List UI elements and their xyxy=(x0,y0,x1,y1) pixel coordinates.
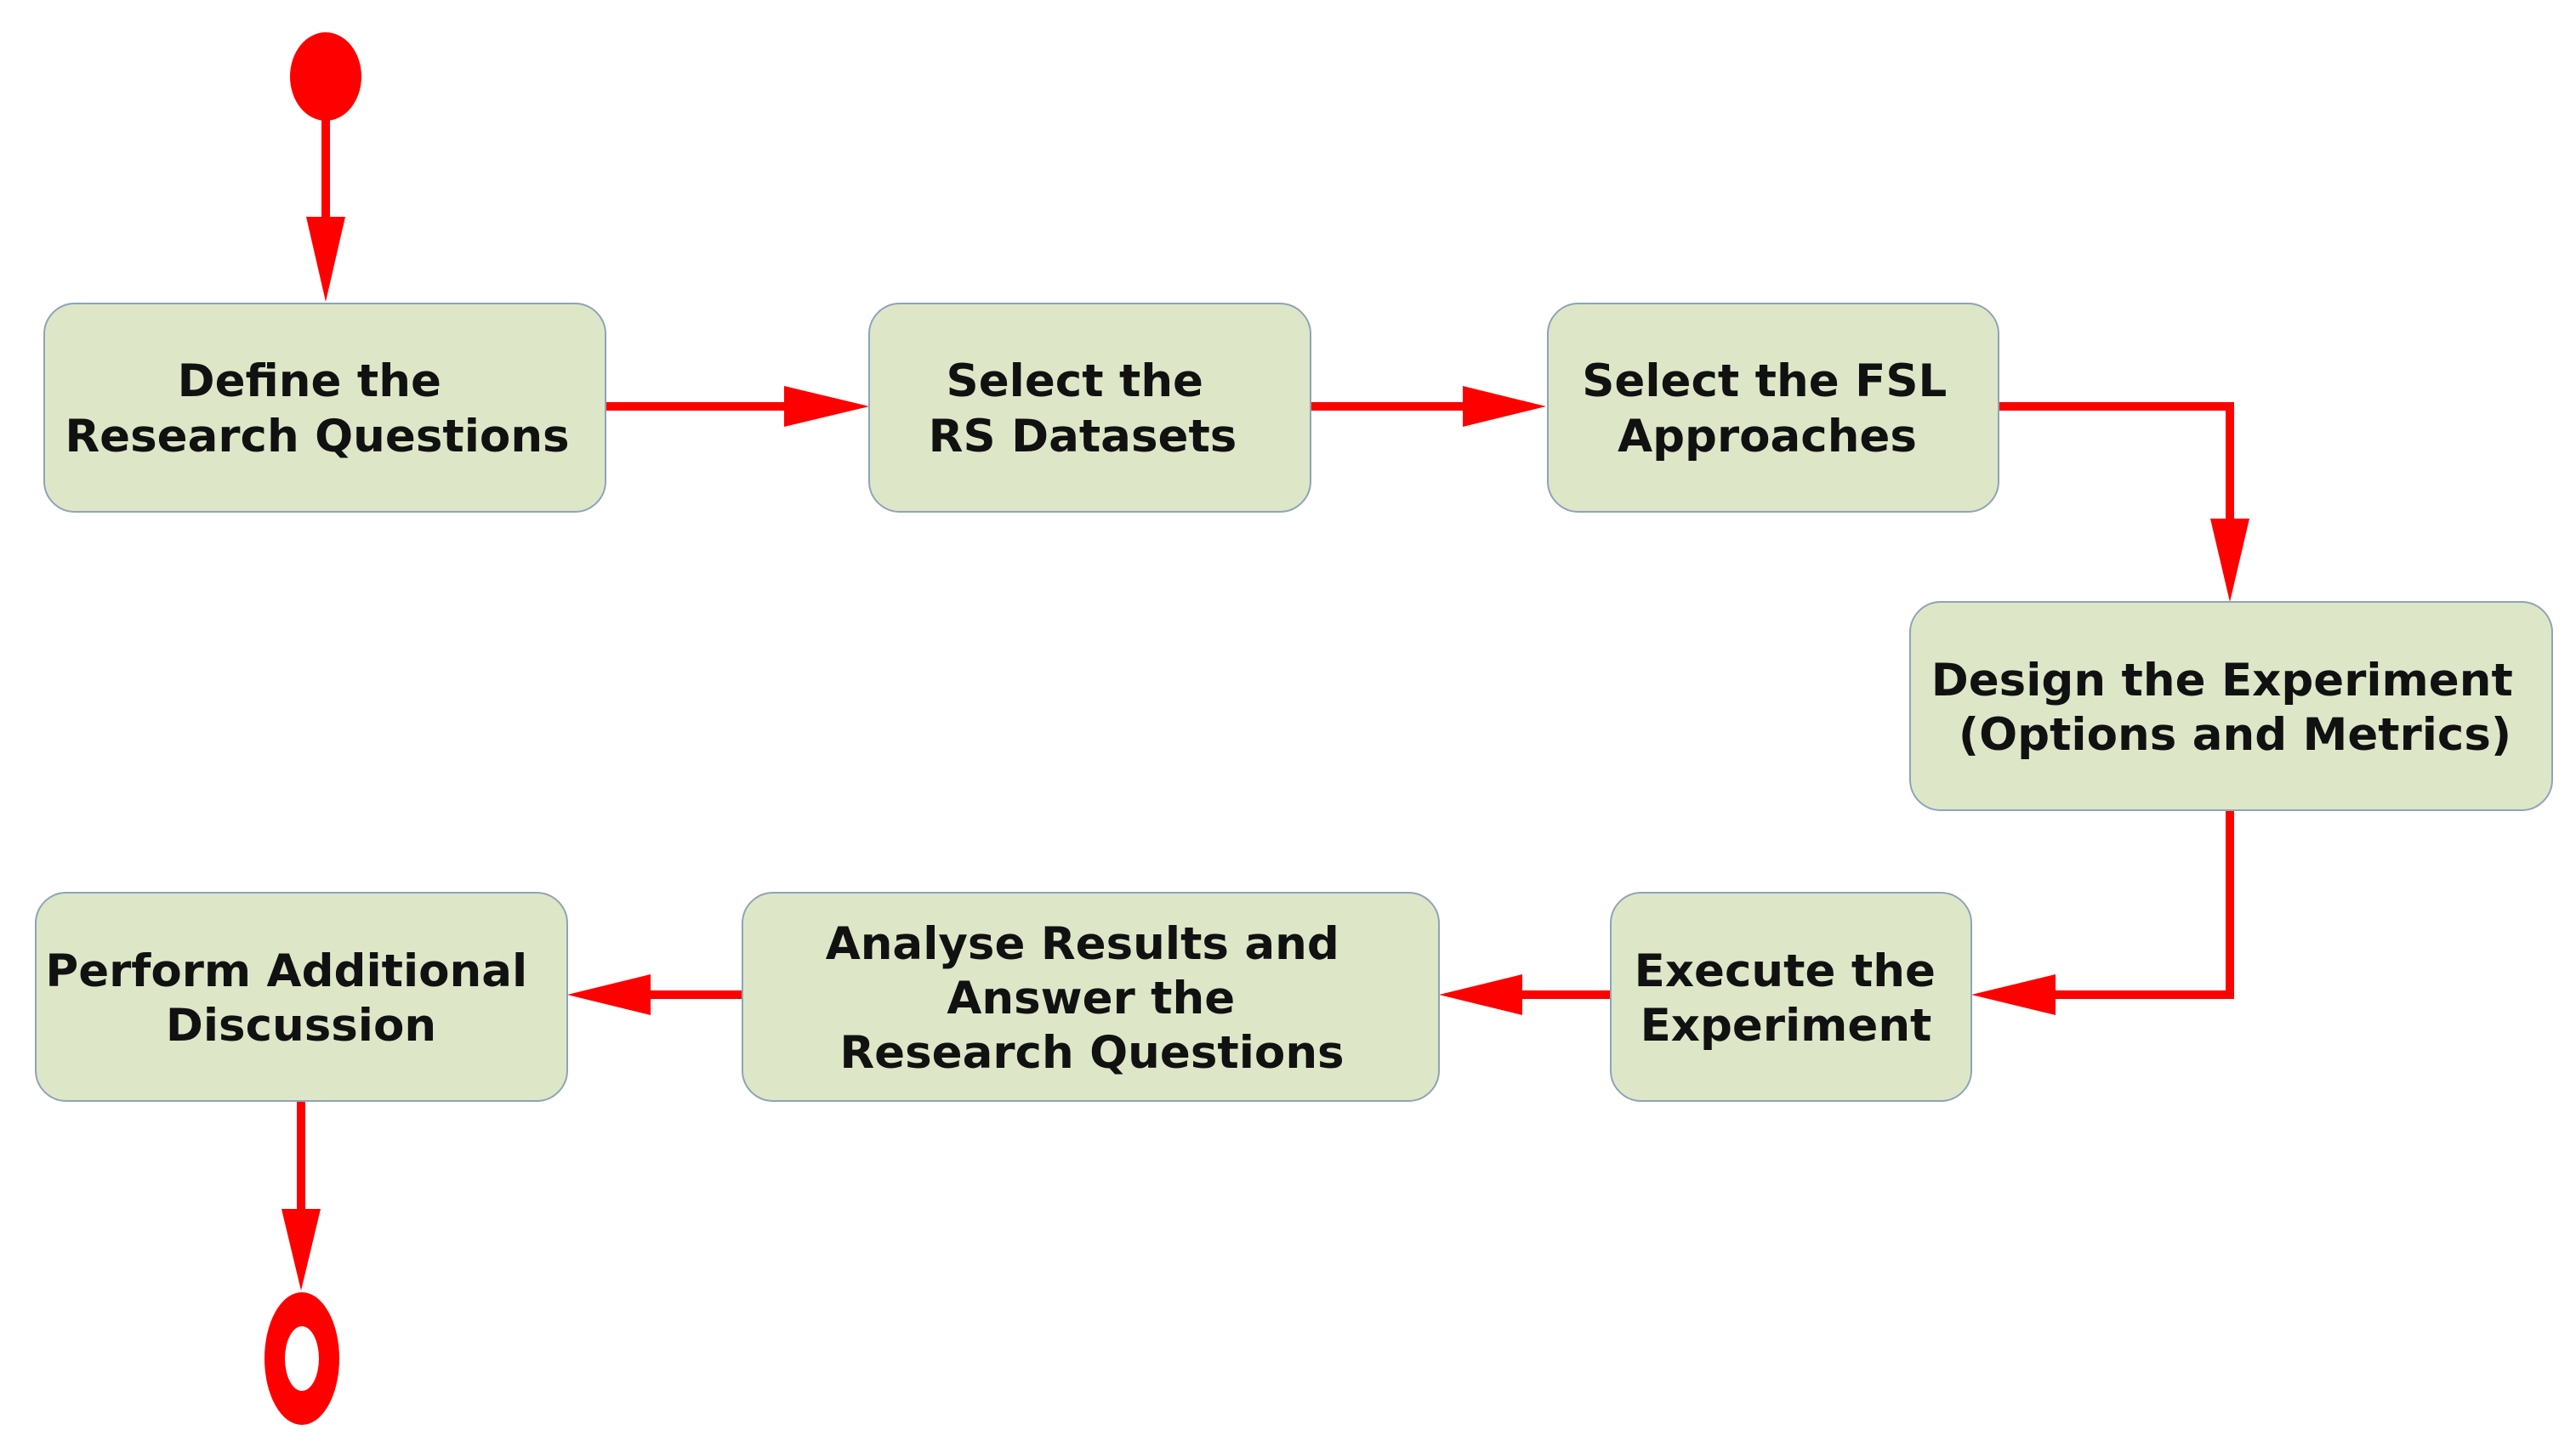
node-label-line: Define the xyxy=(178,355,441,407)
node-select-rs-datasets: Select the RS Datasets xyxy=(868,303,1311,513)
node-label-line: Discussion xyxy=(166,1000,436,1052)
arrowhead-execute-experiment xyxy=(1971,974,2056,1015)
node-box xyxy=(1547,303,1999,513)
node-label-line: Select the xyxy=(947,355,1203,407)
node-label: Perform Additional Discussion xyxy=(45,945,543,1052)
node-box xyxy=(742,892,1440,1102)
node-label-line: Perform Additional xyxy=(45,945,527,997)
edges xyxy=(281,119,2249,1291)
edge-select-fsl-to-design-experiment xyxy=(1999,402,2234,523)
node-label-line: Approaches xyxy=(1618,411,1917,462)
arrowhead-define-research-questions xyxy=(306,217,345,302)
node-label: Execute the Experiment xyxy=(1635,945,1952,1052)
end-node xyxy=(264,1292,339,1425)
node-select-fsl-approaches: Select the FSL Approaches xyxy=(1547,303,1999,513)
node-label: Define the Research Questions xyxy=(65,355,569,462)
node-label: Select the RS Datasets xyxy=(929,355,1237,462)
node-label-line: Execute the xyxy=(1635,945,1936,997)
node-execute-experiment: Execute the Experiment xyxy=(1610,892,1972,1102)
node-label: Design the Experiment (Options and Metri… xyxy=(1931,655,2529,761)
node-design-experiment: Design the Experiment (Options and Metri… xyxy=(1909,601,2553,811)
node-label-line: Analyse Results and xyxy=(826,918,1339,970)
arrowhead-design-experiment xyxy=(2210,519,2249,602)
node-label-line: Design the Experiment xyxy=(1931,655,2513,706)
node-analyse-results: Analyse Results and Answer the Research … xyxy=(742,892,1440,1102)
node-label-line: Select the FSL xyxy=(1582,355,1947,407)
node-box xyxy=(1610,892,1972,1102)
node-box xyxy=(868,303,1311,513)
node-label-line: Answer the xyxy=(947,973,1235,1024)
node-box xyxy=(43,303,606,513)
node-label-line: Research Questions xyxy=(65,411,569,462)
node-box xyxy=(1909,601,2553,811)
arrowhead-select-rs-datasets xyxy=(784,386,869,427)
node-box xyxy=(35,892,568,1102)
node-label-line: RS Datasets xyxy=(929,411,1237,462)
end-node-hole xyxy=(285,1326,319,1391)
arrowhead-end xyxy=(281,1209,321,1291)
edge-design-to-execute-experiment xyxy=(2051,809,2234,999)
start-node xyxy=(290,32,361,121)
arrowhead-perform-discussion xyxy=(567,974,651,1015)
node-define-research-questions: Define the Research Questions xyxy=(43,303,606,513)
node-label-line: (Options and Metrics) xyxy=(1959,709,2511,761)
node-perform-discussion: Perform Additional Discussion xyxy=(35,892,568,1102)
node-label-line: Research Questions xyxy=(839,1027,1344,1079)
arrowhead-select-fsl-approaches xyxy=(1463,386,1546,427)
node-label: Analyse Results and Answer the Research … xyxy=(826,918,1356,1079)
arrowhead-analyse-results xyxy=(1439,974,1522,1015)
node-label: Select the FSL Approaches xyxy=(1582,355,1963,462)
node-label-line: Experiment xyxy=(1641,1000,1932,1052)
